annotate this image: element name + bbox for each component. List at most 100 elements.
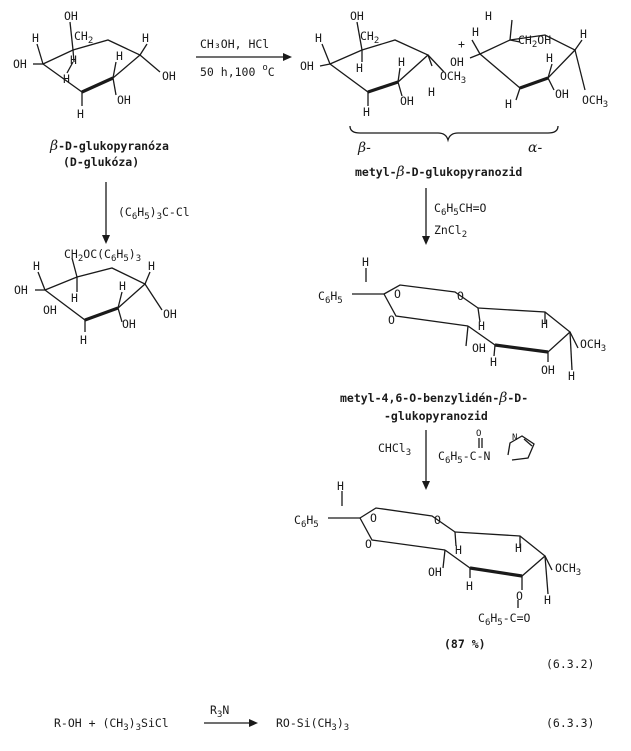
tg-h-2: H [80, 333, 87, 347]
silylation-product: RO-Si(CH3)3 [276, 716, 349, 733]
tg-oh-2: OH [122, 317, 136, 331]
zinc-chloride-catalyst: ZnCl2 [434, 223, 467, 240]
glucose-oh-2: OH [117, 93, 131, 107]
prod-h-anomeric: H [544, 593, 551, 607]
mag-h-4: H [472, 25, 479, 39]
glucose-h-2: H [77, 107, 84, 121]
mag-h-5: H [485, 9, 492, 23]
beta-anomer-label: β- [357, 140, 371, 156]
trityl-glucose-structure: H OH H OH H H OH H OH [14, 257, 177, 347]
bzd-phenyl-group: C6H5 [318, 289, 343, 306]
reaction-arrow-acylation [422, 430, 430, 490]
bzd-och3: OCH3 [580, 337, 606, 354]
silylation-catalyst: R3N [210, 703, 229, 720]
glucose-h-1: H [116, 49, 123, 63]
tg-h-1: H [119, 279, 126, 293]
prod-ring-o: O [434, 513, 441, 527]
anomer-plus-sign: + [458, 37, 465, 51]
glucose-h-anomeric: H [142, 31, 149, 45]
bzd-h-3: H [490, 355, 497, 369]
acyl-carbonyl-o: O [476, 429, 481, 439]
mag-ch2oh: CH2OH [518, 33, 551, 50]
bzd-acetal-h: H [362, 255, 369, 269]
reaction-arrow-methylation [196, 53, 292, 61]
mag-h-anomeric: H [580, 27, 587, 41]
bzd-ho-3: OH [472, 341, 486, 355]
tg-h-anomeric: H [148, 259, 155, 273]
glucose-name: β-D-glukopyranóza [49, 138, 169, 154]
chloroform-solvent: CHCl3 [378, 441, 411, 458]
tg-oh-4: OH [14, 283, 28, 297]
reaction-arrow-benzylidene [422, 188, 430, 245]
equation-number-6-3-2: (6.3.2) [546, 657, 594, 671]
mbg-h-1: H [398, 55, 405, 69]
tg-oh-1: OH [163, 307, 177, 321]
benzoylated-product-structure: H O O O H OH H H O H OCH3 [328, 479, 581, 608]
prod-h-4: H [455, 543, 462, 557]
pyrazole-n: N [512, 433, 517, 443]
silylation-reactants: R-OH + (CH3)3SiCl [54, 716, 169, 733]
glucose-ch2-label: CH2 [74, 29, 93, 46]
prod-h-3: H [466, 579, 473, 593]
prod-ring-o-lower: O [365, 537, 372, 551]
reaction-arrow-silylation [204, 719, 258, 727]
prod-ring-o-upper: O [370, 511, 377, 525]
bzd-h-4: H [478, 319, 485, 333]
mbg-h-anomeric: H [428, 85, 435, 99]
benzaldehyde-reagent: C6H5CH=O [434, 201, 486, 218]
glucose-h-5: H [32, 31, 39, 45]
mbg-oh-4: OH [300, 59, 314, 73]
equation-number-6-3-3: (6.3.3) [546, 716, 594, 730]
benzoyl-pyrazole-reagent: C6H5-C-N [438, 449, 490, 466]
bzd-h-1: H [541, 317, 548, 331]
prod-o-2: O [516, 589, 523, 603]
glucose-oh-6: OH [64, 9, 78, 23]
prod-ho-3: OH [428, 565, 442, 579]
mag-oh-4: OH [450, 55, 464, 69]
benzylidene-name-line2: -glukopyranozid [384, 409, 488, 423]
prod-och3: OCH3 [555, 561, 581, 578]
glucose-h-4: H [70, 53, 77, 67]
benzylidene-glucoside-structure: H O O O H OH H H OH H OCH3 [352, 255, 606, 383]
prod-phenyl-group: C6H5 [294, 513, 319, 530]
mbg-h-2: H [363, 105, 370, 119]
mbg-oh-6: OH [350, 9, 364, 23]
bzd-oh-2: OH [541, 363, 555, 377]
glucose-structure: OH CH2 H OH H H H H OH H OH [13, 9, 176, 121]
mag-och3: OCH3 [582, 93, 608, 110]
glucose-oh-4: OH [13, 57, 27, 71]
anomer-brace [349, 125, 559, 143]
methyl-alpha-glucoside-structure: H CH2OH OH H H H OH H OCH3 [450, 9, 608, 111]
glucose-h-3: H [63, 72, 70, 86]
mbg-h-4: H [356, 61, 363, 75]
mag-h-2: H [505, 97, 512, 111]
mbg-h-5: H [315, 31, 322, 45]
bzd-ring-o-upper: O [394, 287, 401, 301]
bzd-ring-o-lower: O [388, 313, 395, 327]
mag-h-1: H [546, 51, 553, 65]
mbg-ch2: CH2 [360, 29, 379, 46]
tg-h-5: H [33, 259, 40, 273]
alpha-anomer-label: α- [528, 140, 542, 156]
prod-acetal-h: H [337, 479, 344, 493]
methyl-glucoside-name: metyl-β-D-glukopyranozid [355, 164, 522, 180]
methylation-conditions: 50 h,100 oC [200, 63, 275, 79]
methylation-reagent: CH₃OH, HCl [200, 37, 269, 51]
reaction-arrow-tritylation [102, 182, 110, 244]
prod-h-1: H [515, 541, 522, 555]
glucose-alt-name: (D-glukóza) [63, 155, 139, 169]
product-yield: (87 %) [444, 637, 486, 651]
benzylidene-name-line1: metyl-4,6-O-benzylidén-β-D- [340, 390, 528, 406]
pyrazole-ring [478, 435, 535, 461]
bzd-ring-o: O [457, 289, 464, 303]
mag-oh-2: OH [555, 87, 569, 101]
methyl-beta-glucoside-structure: OH CH2 H OH H H H OH H OCH3 [300, 9, 466, 119]
trityl-ether-substituent: CH2OC(C6H5)3 [64, 247, 141, 264]
tg-h-4: H [71, 291, 78, 305]
trityl-chloride-reagent: (C6H5)3C-Cl [118, 205, 190, 222]
bzd-h-anomeric: H [568, 369, 575, 383]
mbg-och3: OCH3 [440, 69, 466, 86]
tg-oh-3: OH [43, 303, 57, 317]
mbg-oh-2: OH [400, 94, 414, 108]
